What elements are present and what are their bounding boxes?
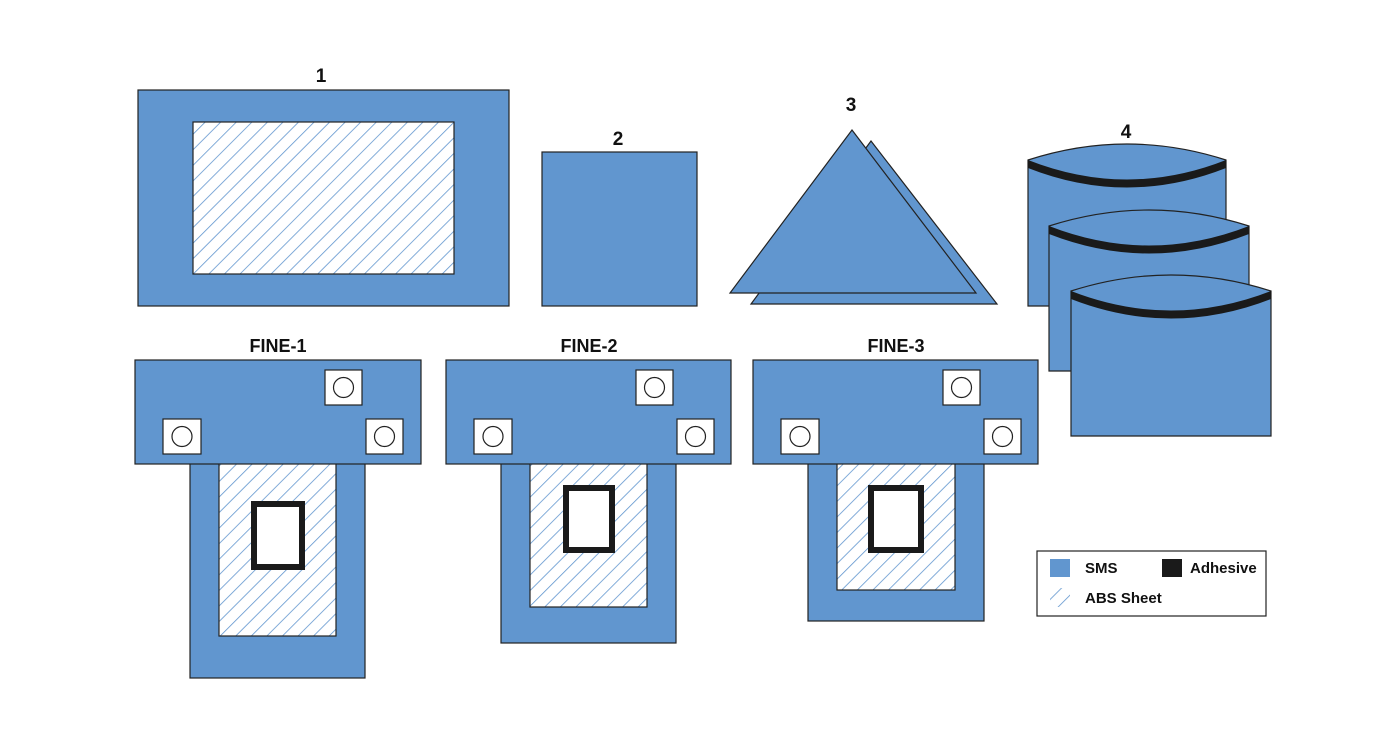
fine-2: FINE-2 <box>445 336 732 644</box>
drape-3-front-triangle <box>728 129 978 294</box>
fine-2-adhesive-window <box>563 485 615 553</box>
fine-3-port-right <box>983 418 1022 455</box>
legend-box <box>1036 550 1267 617</box>
fine-2-port-left <box>473 418 513 455</box>
fine-2-port-top <box>635 369 674 406</box>
fine-1: FINE-1 <box>134 336 422 679</box>
fine-1-port-left <box>162 418 202 455</box>
legend-abs-label: ABS Sheet <box>1085 590 1162 607</box>
legend-abs-swatch <box>1050 588 1070 607</box>
fine-3-port-left <box>780 418 820 455</box>
drape-1: 1 <box>137 66 510 307</box>
drape-4-adhesive-strip <box>1071 291 1271 319</box>
drape-4-label: 4 <box>1121 122 1132 143</box>
legend-sms-label: SMS <box>1085 560 1118 577</box>
drape-1-abs-area <box>192 121 455 275</box>
drape-4-adhesive-strip <box>1028 160 1226 188</box>
fine-2-port-right <box>676 418 715 455</box>
fine-3-adhesive-window <box>868 485 924 553</box>
fine-3: FINE-3 <box>752 336 1039 622</box>
drape-3: 3 <box>728 95 999 305</box>
drape-1-label: 1 <box>316 66 327 87</box>
fine-1-port-top <box>324 369 363 406</box>
fine-3-port-top <box>942 369 981 406</box>
drape-2-label: 2 <box>613 129 624 150</box>
legend-adhesive-swatch <box>1162 559 1182 577</box>
legend-adhesive-label: Adhesive <box>1190 560 1257 577</box>
drape-3-label: 3 <box>846 95 857 116</box>
legend-sms-swatch <box>1050 559 1070 577</box>
fine-1-adhesive-window <box>251 501 305 570</box>
drape-4-adhesive-strip <box>1049 226 1249 254</box>
fine-1-label: FINE-1 <box>249 336 306 356</box>
drape-4-sheet-front <box>1070 274 1272 437</box>
legend: SMS Adhesive ABS Sheet <box>1036 550 1267 617</box>
fine-3-label: FINE-3 <box>867 336 924 356</box>
drape-4: 4 <box>1027 122 1272 437</box>
fine-2-label: FINE-2 <box>560 336 617 356</box>
fine-1-port-right <box>365 418 404 455</box>
drape-2-sms-sheet <box>541 151 698 307</box>
drape-2: 2 <box>541 129 698 307</box>
